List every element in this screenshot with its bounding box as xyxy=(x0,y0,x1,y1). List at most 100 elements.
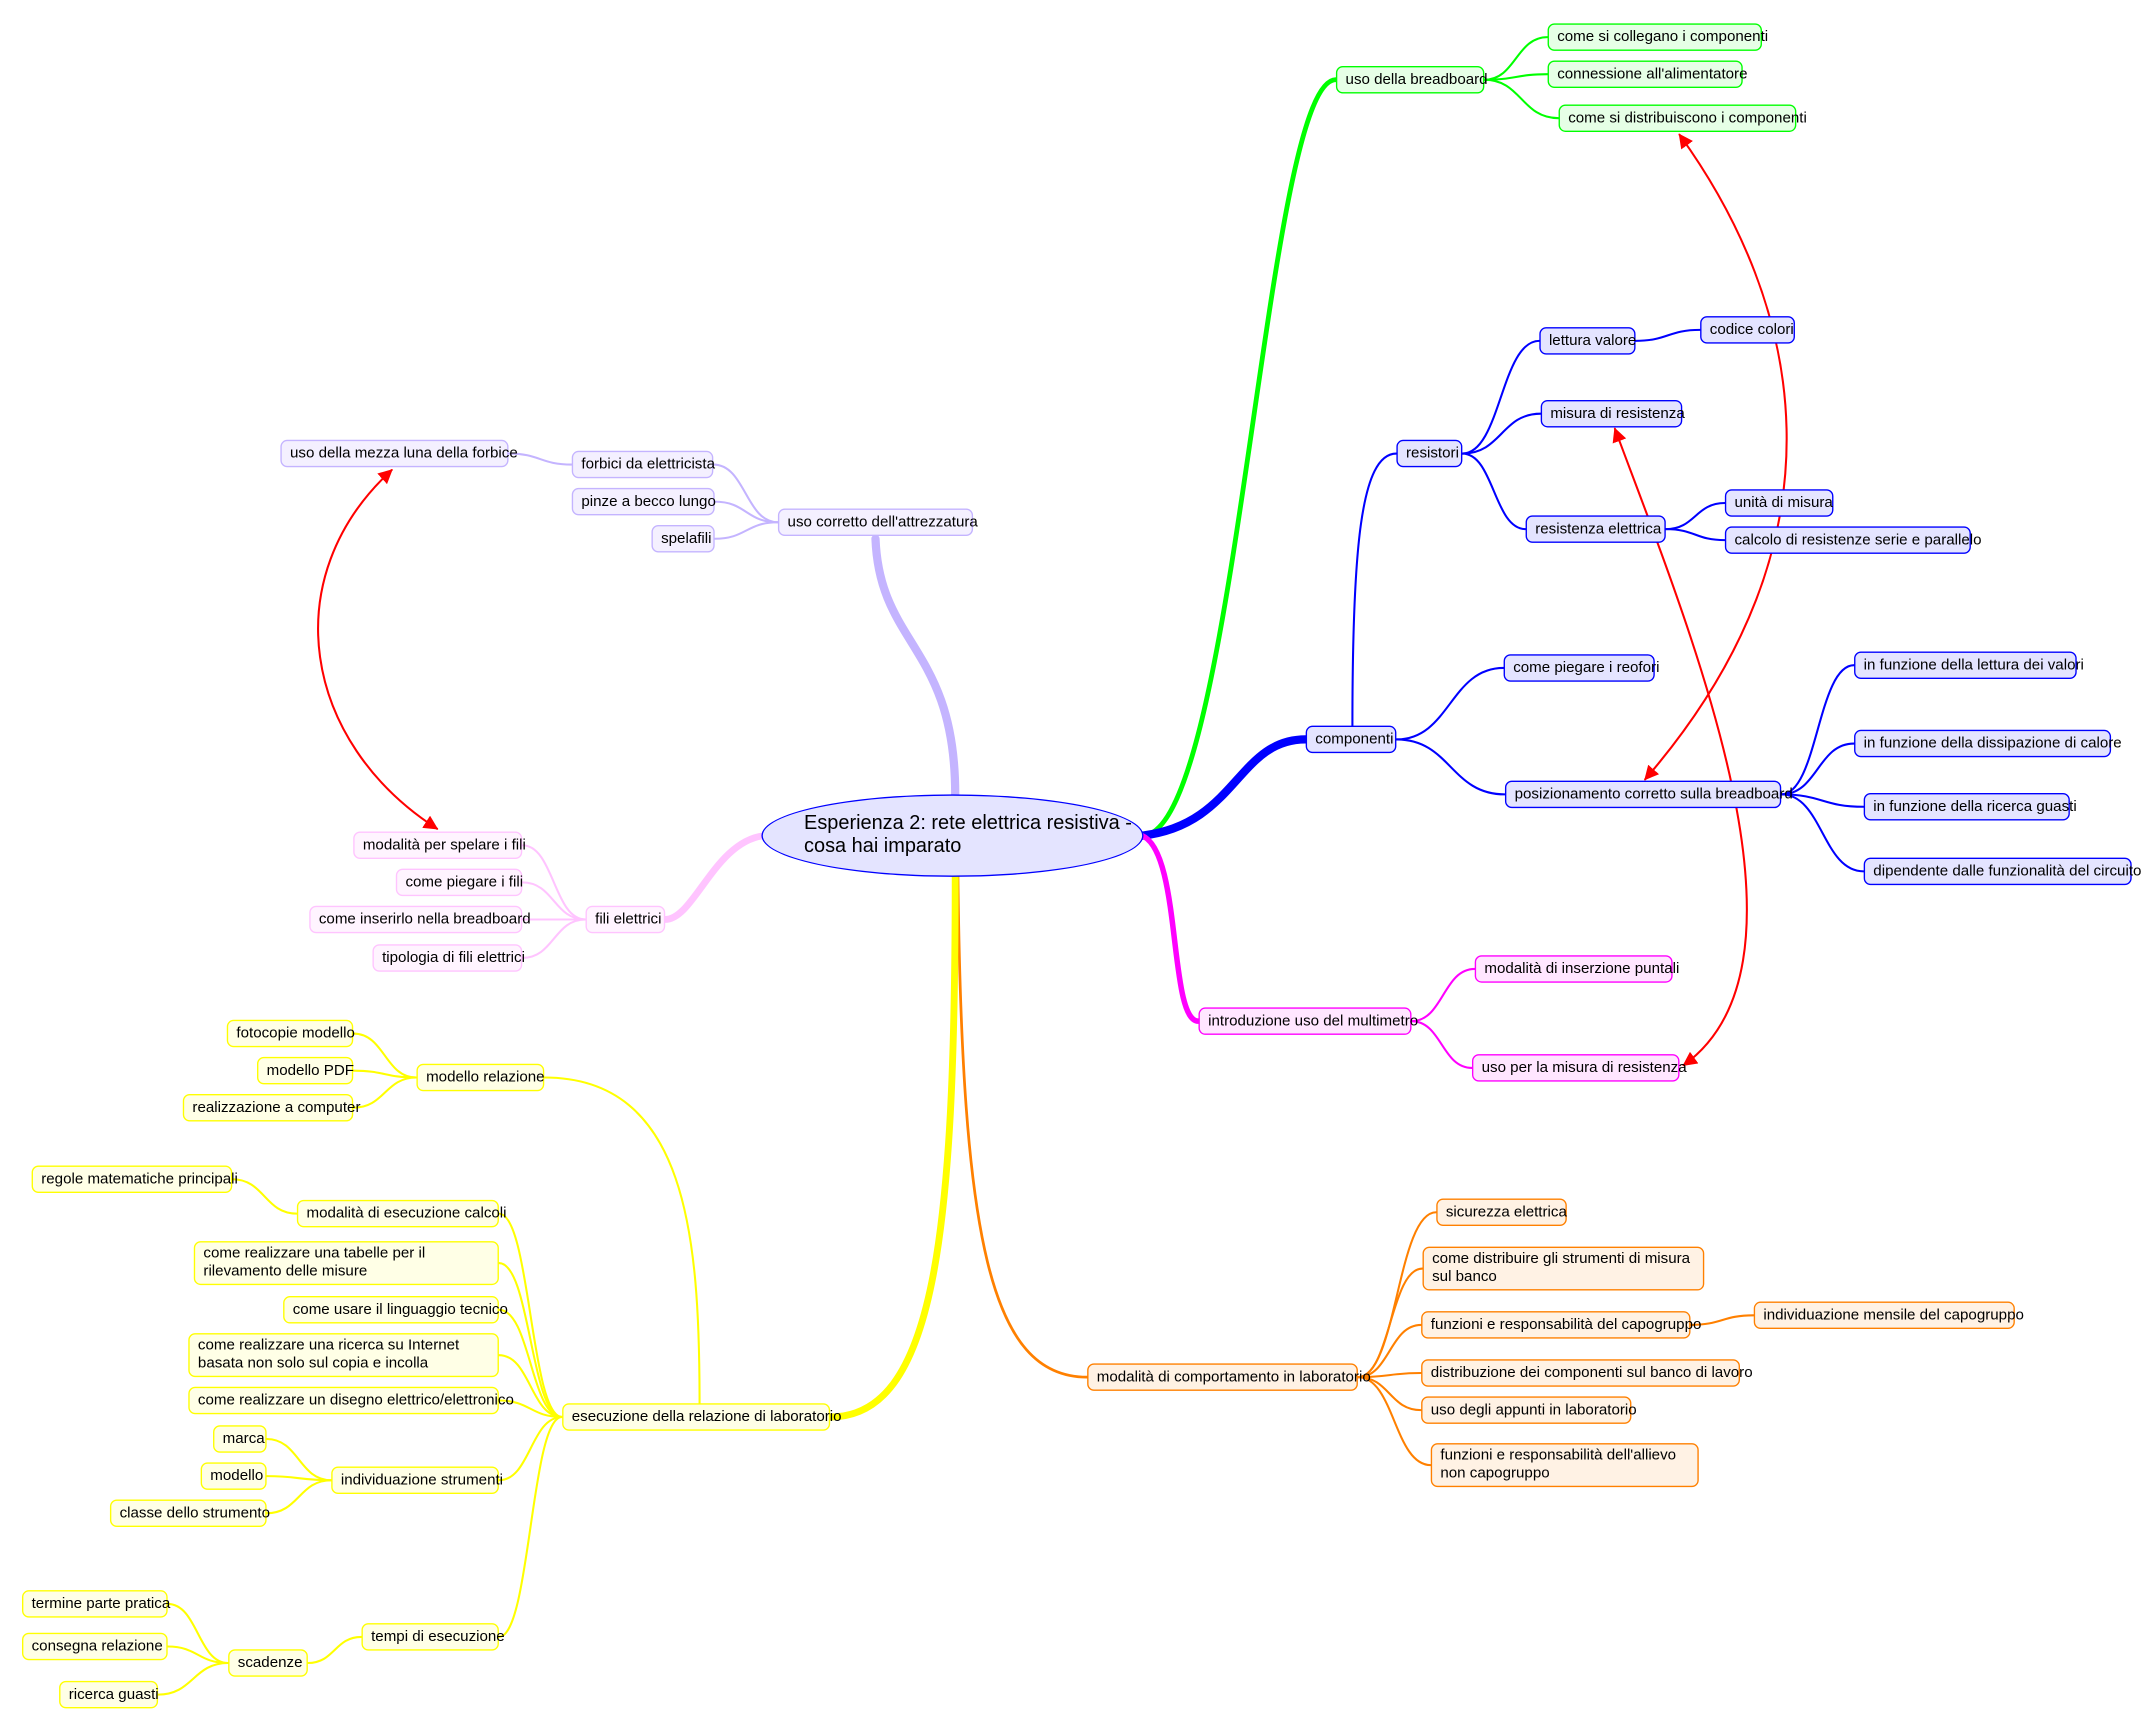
connector xyxy=(1356,1376,1432,1467)
topic-tipologia[interactable]: tipologia di fili elettrici xyxy=(372,944,525,972)
topic-consegna[interactable]: consegna relazione xyxy=(21,1632,168,1661)
topic-label: come realizzare una ricerca su Internet … xyxy=(197,1337,460,1372)
topic-calcolo[interactable]: calcolo di resistenze serie e parallelo xyxy=(1724,526,1982,554)
topic-inserirlo[interactable]: come inserirlo nella breadboard xyxy=(309,905,531,934)
topic-label: esecuzione della relazione di laboratori… xyxy=(571,1408,842,1425)
topic-fili[interactable]: fili elettrici xyxy=(585,905,666,934)
connector xyxy=(265,1437,333,1482)
topic-label: in funzione della dissipazione di calore xyxy=(1863,734,2122,752)
topic-classe[interactable]: classe dello strumento xyxy=(109,1499,270,1527)
topic-unita[interactable]: unità di misura xyxy=(1724,489,1834,517)
topic-label: modello relazione xyxy=(426,1068,545,1086)
connector xyxy=(265,1479,333,1515)
topic-tempi[interactable]: tempi di esecuzione xyxy=(361,1623,505,1651)
topic-scadenze[interactable]: scadenze xyxy=(228,1649,308,1677)
topic-pos3[interactable]: in funzione della ricerca guasti xyxy=(1863,793,2077,821)
topic-spelare[interactable]: modalità per spelare i fili xyxy=(353,831,526,859)
connector xyxy=(1634,328,1702,342)
topic-modello-rel[interactable]: modello relazione xyxy=(416,1063,545,1092)
relationship-arrow xyxy=(317,469,439,830)
topic-multimetro[interactable]: introduzione uso del multimetro xyxy=(1198,1007,1418,1035)
topic-codice[interactable]: codice colori xyxy=(1700,316,1795,344)
connector xyxy=(1461,412,1542,455)
topic-label: lettura valore xyxy=(1548,331,1637,349)
connector xyxy=(497,1262,564,1419)
topic-puntali[interactable]: modalità di inserzione puntali xyxy=(1474,955,1679,983)
topic-label: funzioni e responsabilità dell'allievo n… xyxy=(1440,1447,1677,1482)
topic-alimentatore[interactable]: connessione all'alimentatore xyxy=(1547,60,1748,88)
connector xyxy=(497,1415,564,1482)
topic-allievo[interactable]: funzioni e responsabilità dell'allievo n… xyxy=(1430,1443,1699,1488)
topic-termine[interactable]: termine parte pratica xyxy=(21,1590,170,1618)
topic-marca[interactable]: marca xyxy=(213,1425,267,1453)
topic-label: come piegare i reofori xyxy=(1513,659,1660,676)
topic-pos2[interactable]: in funzione della dissipazione di calore xyxy=(1854,729,2122,758)
topic-pos4[interactable]: dipendente dalle funzionalità del circui… xyxy=(1863,857,2141,886)
connector xyxy=(157,1661,230,1696)
topic-label: come distribuire gli strumenti di misura… xyxy=(1432,1250,1691,1286)
topic-label: connessione all'alimentatore xyxy=(1557,65,1748,82)
topic-label: resistenza elettrica xyxy=(1535,520,1662,537)
connector xyxy=(497,1308,564,1419)
connector xyxy=(521,881,587,921)
topic-guasti[interactable]: ricerca guasti xyxy=(59,1680,159,1709)
topic-computer[interactable]: realizzazione a computer xyxy=(182,1094,361,1122)
connector xyxy=(1780,664,1856,796)
connector xyxy=(497,1399,564,1419)
topic-calcoli[interactable]: modalità di esecuzione calcoli xyxy=(296,1199,507,1228)
topic-capogruppo[interactable]: funzioni e responsabilità del capogruppo xyxy=(1421,1311,1701,1339)
topic-pdf[interactable]: modello PDF xyxy=(257,1056,354,1085)
connector xyxy=(1356,1323,1423,1379)
topic-comportamento[interactable]: modalità di comportamento in laboratorio xyxy=(1087,1363,1371,1391)
topic-regole[interactable]: regole matematiche principali xyxy=(31,1165,238,1193)
connector xyxy=(1780,742,1856,796)
topic-label: uso per la misura di resistenza xyxy=(1481,1058,1687,1076)
topic-ricerca[interactable]: come realizzare una ricerca su Internet … xyxy=(188,1333,499,1378)
central-topic-line-1: Esperienza 2: rete elettrica resistiva - xyxy=(804,812,1132,835)
topic-distribuiscono[interactable]: come si distribuiscono i componenti xyxy=(1558,104,1807,132)
topic-tabelle[interactable]: come realizzare una tabelle per il rilev… xyxy=(193,1241,499,1286)
topic-posizionamento[interactable]: posizionamento corretto sulla breadboard xyxy=(1504,780,1793,809)
connector xyxy=(507,452,573,466)
topic-disegno[interactable]: come realizzare un disegno elettrico/ele… xyxy=(188,1386,514,1415)
topic-distribuzione[interactable]: distribuzione dei componenti sul banco d… xyxy=(1421,1359,1753,1387)
topic-componenti[interactable]: componenti xyxy=(1305,725,1397,754)
topic-mezzaluna[interactable]: uso della mezza luna della forbice xyxy=(280,439,518,468)
topic-label: uso degli appunti in laboratorio xyxy=(1430,1401,1637,1418)
topic-strumenti-banco[interactable]: come distribuire gli strumenti di misura… xyxy=(1422,1246,1705,1291)
topic-pinze[interactable]: pinze a becco lungo xyxy=(571,487,716,516)
connector xyxy=(521,918,587,959)
topic-breadboard[interactable]: uso della breadboard xyxy=(1335,65,1488,94)
topic-linguaggio[interactable]: come usare il linguaggio tecnico xyxy=(283,1296,508,1324)
topic-collegano[interactable]: come si collegano i componenti xyxy=(1547,23,1768,51)
central-topic[interactable]: Esperienza 2: rete elettrica resistiva -… xyxy=(761,794,1144,877)
topic-pos1[interactable]: in funzione della lettura dei valori xyxy=(1854,651,2084,679)
topic-spelafili[interactable]: spelafili xyxy=(651,525,715,553)
topic-attrezzatura[interactable]: uso corretto dell'attrezzatura xyxy=(777,508,978,537)
topic-mensile[interactable]: individuazione mensile del capogruppo xyxy=(1753,1301,2024,1330)
topic-label: posizionamento corretto sulla breadboard xyxy=(1514,785,1793,802)
topic-relazione[interactable]: esecuzione della relazione di laboratori… xyxy=(562,1403,842,1431)
connector xyxy=(1780,793,1865,873)
topic-sicurezza[interactable]: sicurezza elettrica xyxy=(1436,1198,1567,1226)
topic-appunti[interactable]: uso degli appunti in laboratorio xyxy=(1421,1396,1637,1424)
connector xyxy=(306,1635,363,1665)
topic-forbici[interactable]: forbici da elettricista xyxy=(571,450,715,479)
topic-label: regole matematiche principali xyxy=(41,1170,238,1187)
topic-label: marca xyxy=(222,1430,265,1447)
topic-label: fili elettrici xyxy=(595,910,662,928)
topic-resistori[interactable]: resistori xyxy=(1396,439,1463,468)
topic-individuazione[interactable]: individuazione strumenti xyxy=(331,1466,503,1494)
topic-reofori[interactable]: come piegare i reofori xyxy=(1503,654,1659,682)
topic-resistenza[interactable]: resistenza elettrica xyxy=(1525,515,1666,543)
topic-label: come realizzare un disegno elettrico/ele… xyxy=(197,1391,514,1409)
topic-label: scadenze xyxy=(237,1654,303,1671)
topic-usomisura[interactable]: uso per la misura di resistenza xyxy=(1471,1054,1687,1082)
topic-modello[interactable]: modello xyxy=(200,1462,267,1490)
topic-label: come usare il linguaggio tecnico xyxy=(292,1300,508,1318)
topic-lettura[interactable]: lettura valore xyxy=(1539,327,1637,355)
topic-misura[interactable]: misura di resistenza xyxy=(1540,399,1685,428)
topic-piegarefili[interactable]: come piegare i fili xyxy=(395,868,523,897)
topic-fotocopie[interactable]: fotocopie modello xyxy=(226,1019,355,1048)
